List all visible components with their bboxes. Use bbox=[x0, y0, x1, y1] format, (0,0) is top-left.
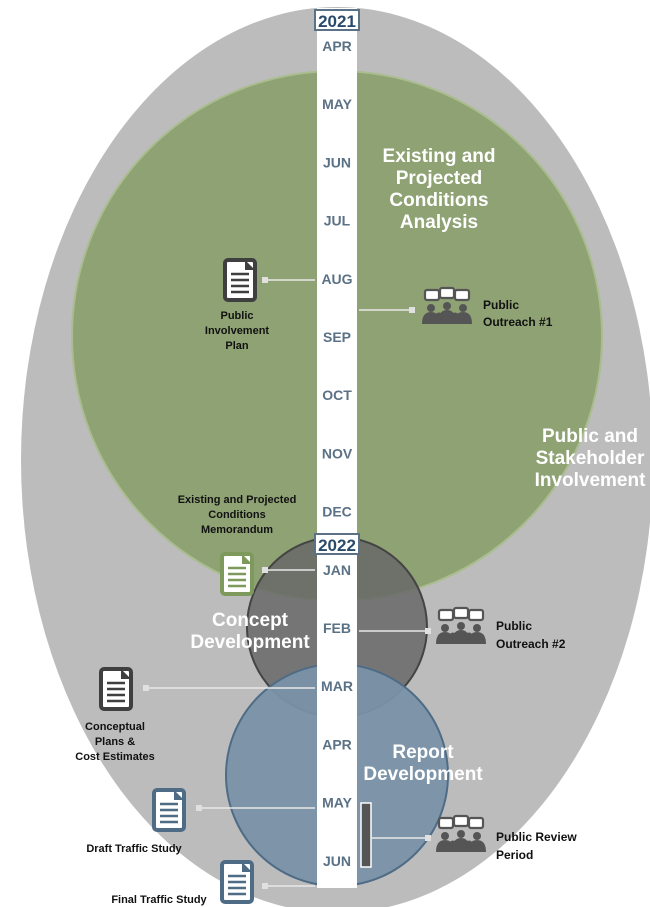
phase-public-line2: Stakeholder bbox=[536, 448, 645, 469]
ecm-label-line2: Conditions bbox=[208, 509, 265, 521]
po2-label-line1: Public bbox=[496, 619, 532, 633]
fts-doc-icon bbox=[220, 860, 254, 904]
month-label: AUG bbox=[321, 271, 352, 287]
year-2021: 2021 bbox=[318, 12, 356, 31]
month-label: FEB bbox=[323, 620, 351, 636]
year-box-2022 bbox=[314, 533, 360, 555]
pip-label-line2: Involvement bbox=[205, 325, 270, 337]
phase-existing-line1: Existing and bbox=[383, 146, 496, 167]
month-label: SEP bbox=[323, 329, 351, 345]
cpce-doc-icon bbox=[99, 667, 133, 711]
prp-people-icon bbox=[434, 814, 488, 854]
po1-people-icon bbox=[420, 286, 474, 326]
dts-doc-icon bbox=[152, 788, 186, 832]
ecm-doc-icon bbox=[220, 552, 254, 596]
pip-label-line1: Public bbox=[220, 310, 253, 322]
month-label: MAR bbox=[321, 678, 353, 694]
prp-label-line1: Public Review bbox=[496, 830, 577, 844]
phase-report-line1: Report bbox=[392, 742, 454, 763]
cpce-label-line1: Conceptual bbox=[85, 721, 145, 733]
po1-label-line1: Public bbox=[483, 298, 519, 312]
cpce-label-line3: Cost Estimates bbox=[75, 751, 154, 763]
phase-existing-line3: Conditions bbox=[389, 190, 488, 211]
po1-label-line2: Outreach #1 bbox=[483, 315, 553, 329]
month-label: APR bbox=[322, 38, 352, 54]
month-label: APR bbox=[322, 736, 352, 752]
phase-existing-line2: Projected bbox=[396, 168, 483, 189]
month-label: JUN bbox=[323, 853, 351, 869]
po2-people-icon bbox=[434, 606, 488, 646]
month-label: JUN bbox=[323, 154, 351, 170]
pip-label-line3: Plan bbox=[225, 340, 249, 352]
month-label: MAY bbox=[322, 795, 352, 811]
fts-label: Final Traffic Study bbox=[111, 894, 207, 906]
month-label: NOV bbox=[322, 445, 353, 461]
public-review-period-bar bbox=[360, 802, 372, 868]
timeline-strip bbox=[317, 8, 357, 888]
month-label: JAN bbox=[323, 562, 351, 578]
month-labels: APR MAY JUN JUL AUG SEP OCT NOV DEC JAN FEB MAR APR M… bbox=[321, 38, 353, 869]
prp-label-line2: Period bbox=[496, 848, 533, 862]
month-label: JUL bbox=[324, 213, 351, 229]
ecm-label-line1: Existing and Projected bbox=[178, 494, 297, 506]
phase-concept-line2: Development bbox=[190, 632, 310, 653]
po2-label-line2: Outreach #2 bbox=[496, 637, 566, 651]
month-label: DEC bbox=[322, 504, 352, 520]
year-2022: 2022 bbox=[318, 536, 356, 555]
year-box-2021 bbox=[314, 9, 360, 31]
cpce-label-line2: Plans & bbox=[95, 736, 135, 748]
phase-public-line1: Public and bbox=[542, 426, 638, 447]
month-label: MAY bbox=[322, 96, 352, 112]
phase-report-line2: Development bbox=[363, 764, 483, 785]
phase-concept-line1: Concept bbox=[212, 610, 289, 631]
dts-label: Draft Traffic Study bbox=[86, 843, 182, 855]
ecm-label-line3: Memorandum bbox=[201, 524, 273, 536]
phase-public-line3: Involvement bbox=[535, 470, 647, 491]
month-label: OCT bbox=[322, 387, 352, 403]
pip-doc-icon bbox=[223, 258, 257, 302]
phase-existing-line4: Analysis bbox=[400, 212, 478, 233]
